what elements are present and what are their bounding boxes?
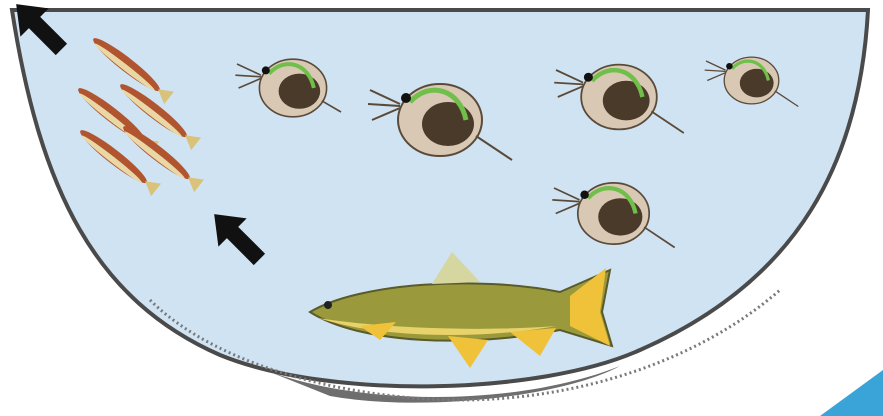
- corner-accent: [820, 370, 883, 416]
- trout-eye: [324, 301, 332, 309]
